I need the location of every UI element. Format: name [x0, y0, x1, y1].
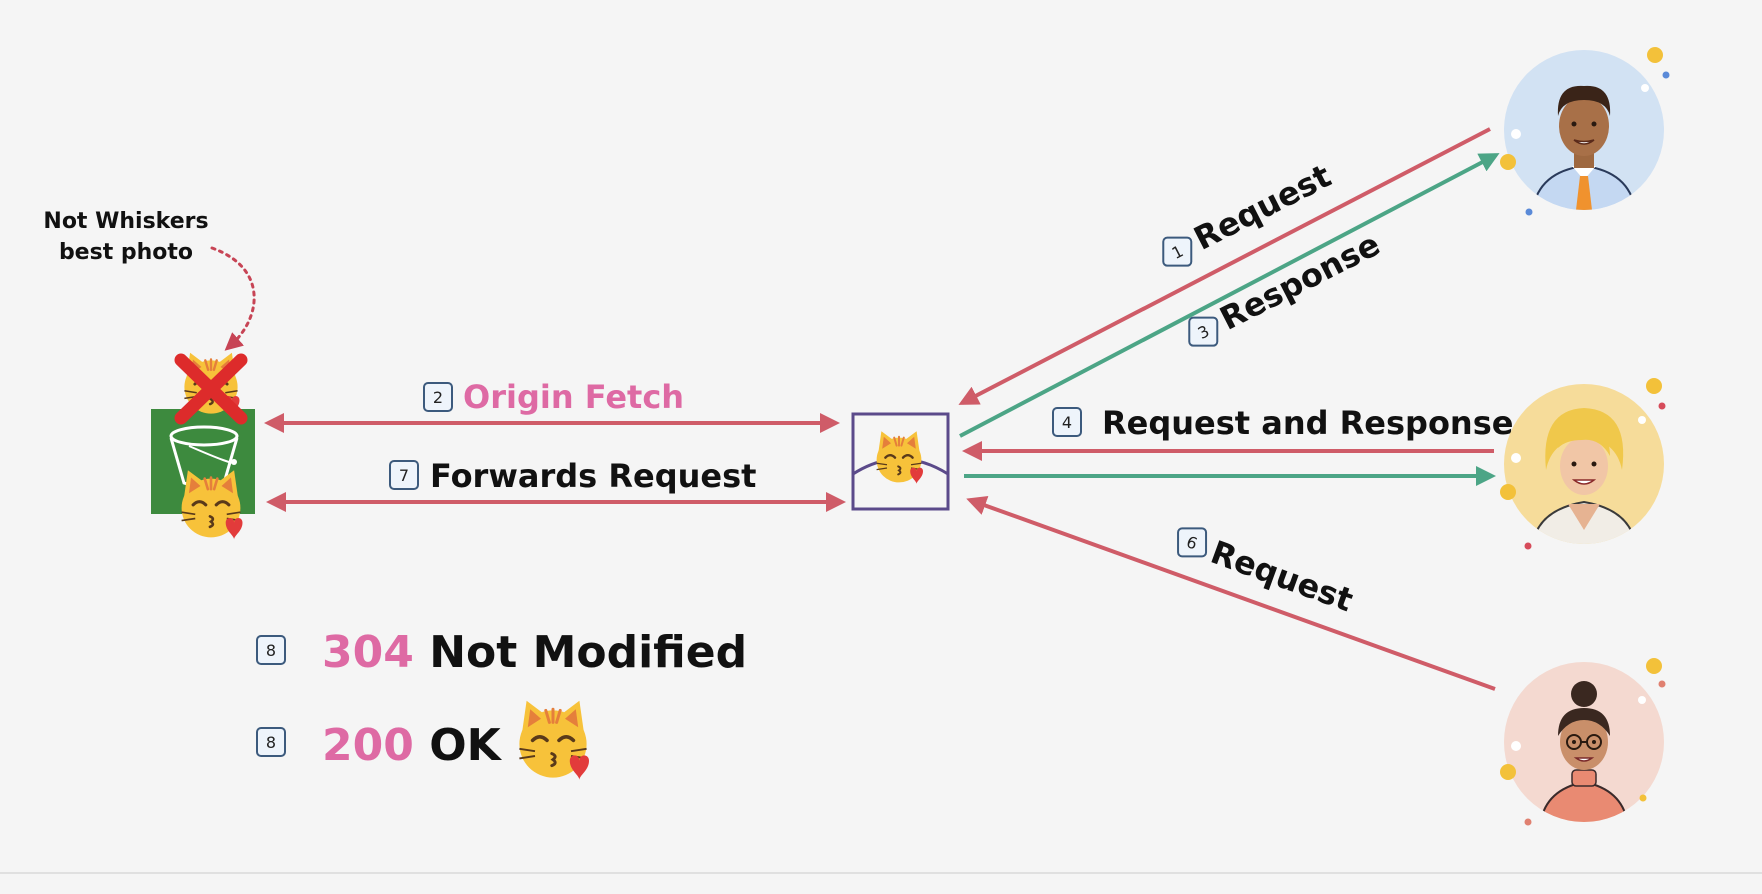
step-number: 8: [266, 733, 276, 752]
step-badge: [1177, 527, 1208, 558]
step-forwards-request: 7 Forwards Request: [389, 457, 756, 495]
woman-with-bun-avatar: [1500, 658, 1666, 826]
kissing-cat-emoji-edge: [875, 430, 925, 486]
request-arrow-1: [958, 127, 1491, 405]
step-badge: [423, 382, 453, 412]
status-code: 304: [322, 627, 414, 678]
note-arrow: [210, 246, 256, 351]
step-badge: [1162, 236, 1193, 267]
note-line-2: best photo: [59, 240, 193, 265]
step-number: 7: [399, 466, 409, 485]
man-avatar: [1500, 47, 1670, 216]
step-label: Request: [1206, 533, 1358, 619]
step-request-and-response: 4 Request and Response: [1052, 404, 1513, 442]
step-badge: [1188, 316, 1219, 347]
step-label: Request and Response: [1102, 404, 1513, 442]
kissing-cat-emoji-ok: [517, 698, 591, 782]
red-x-icon: [174, 353, 248, 425]
step-label: Request: [1188, 157, 1337, 258]
kissing-cat-emoji-origin: [180, 468, 245, 542]
status-code: 200: [322, 720, 414, 771]
status-200: 8 200 OK: [256, 698, 591, 782]
status-line: 200 OK: [322, 720, 503, 771]
status-304: 8 304 Not Modified: [256, 627, 747, 678]
status-text: OK: [429, 720, 502, 771]
request-arrow-6: [966, 496, 1496, 691]
status-text: Not Modified: [429, 627, 747, 678]
step-badge: [256, 727, 286, 757]
step-badge: [389, 460, 419, 490]
bottom-divider: [0, 872, 1762, 874]
step-number: 8: [266, 641, 276, 660]
blonde-woman-avatar: [1500, 378, 1666, 550]
status-line: 304 Not Modified: [322, 627, 747, 678]
response-arrow-3: [959, 153, 1500, 438]
edge-cache-icon: [851, 412, 950, 511]
step-label: Forwards Request: [430, 457, 756, 495]
note-line-1: Not Whiskers: [43, 209, 208, 234]
step-number: 2: [433, 388, 443, 407]
rejected-cat-photo: [174, 351, 248, 425]
step-badge: [1052, 407, 1082, 437]
step-number: 4: [1062, 413, 1072, 432]
step-origin-fetch: 2 Origin Fetch: [423, 378, 684, 416]
step-label: Response: [1214, 225, 1386, 338]
step-label: Origin Fetch: [463, 378, 684, 416]
step-badge: [256, 635, 286, 665]
